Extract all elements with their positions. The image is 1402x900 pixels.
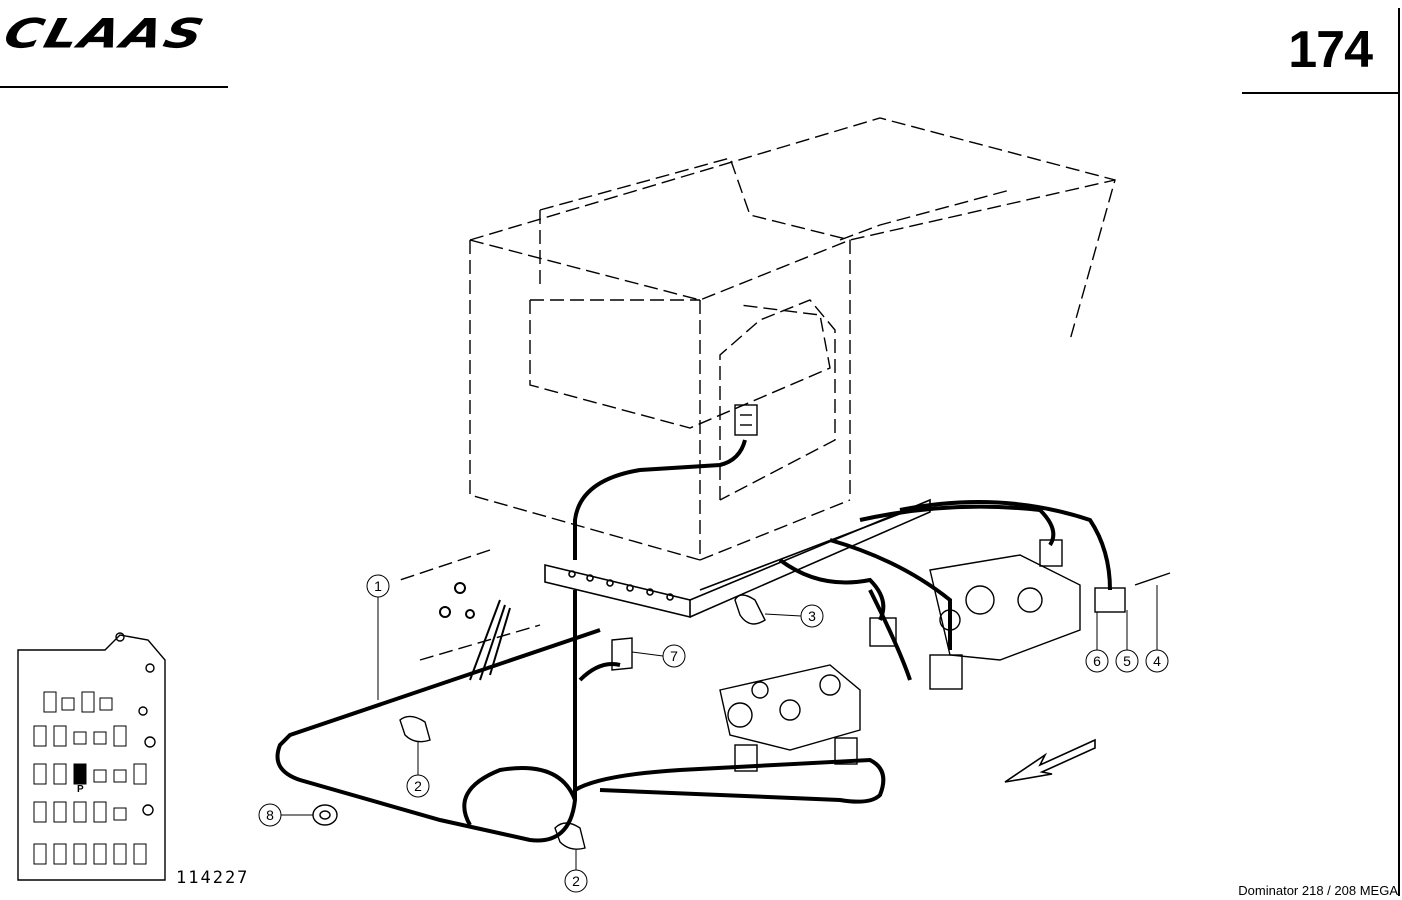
cab-connector bbox=[734, 404, 758, 436]
logo-underline bbox=[0, 86, 228, 88]
callout-2-upper: 2 bbox=[414, 778, 422, 794]
wiring-harness bbox=[275, 439, 1112, 843]
model-caption: Dominator 218 / 208 MEGA bbox=[1238, 883, 1398, 898]
callout-8: 8 bbox=[266, 807, 274, 823]
page-number: 174 bbox=[1288, 21, 1373, 79]
cable-clip-3 bbox=[734, 594, 766, 625]
valve-block-front bbox=[719, 664, 861, 772]
page-frame-right bbox=[1398, 8, 1400, 896]
cable-clip-2-upper bbox=[399, 715, 431, 743]
callout-6: 6 bbox=[1093, 653, 1101, 669]
fuse-panel-label: P bbox=[77, 784, 84, 795]
cab-outline bbox=[399, 117, 1116, 661]
callout-4: 4 bbox=[1153, 653, 1161, 669]
callout-1: 1 bbox=[374, 578, 382, 594]
mounting-rail bbox=[544, 498, 931, 619]
side-harness bbox=[439, 582, 511, 681]
callout-3: 3 bbox=[808, 608, 816, 624]
direction-arrow bbox=[1004, 738, 1096, 783]
callout-7: 7 bbox=[670, 648, 678, 664]
callout-leaders bbox=[258, 574, 1169, 893]
callout-5: 5 bbox=[1123, 653, 1131, 669]
callout-2-lower: 2 bbox=[572, 873, 580, 889]
valve-block-rear bbox=[869, 539, 1171, 690]
figure-number: 114227 bbox=[176, 868, 250, 888]
fuse-panel-inset bbox=[17, 632, 166, 881]
page-number-underline bbox=[1242, 92, 1400, 94]
grommet-8 bbox=[312, 804, 338, 826]
cable-clip-2-lower bbox=[554, 822, 586, 850]
bracket-7 bbox=[611, 637, 633, 671]
